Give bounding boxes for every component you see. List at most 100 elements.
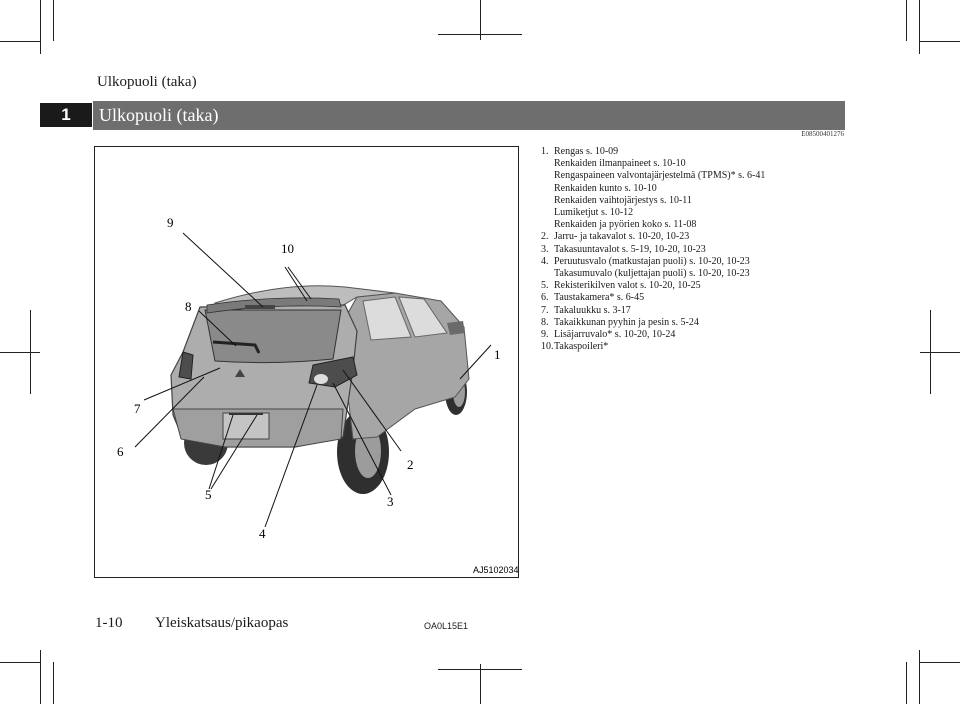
legend-num: 8. bbox=[541, 316, 549, 328]
side-window-rear bbox=[362, 296, 412, 341]
legend-text: Takaikkunan pyyhin ja pesin s. 5-24 bbox=[554, 316, 699, 328]
crop-mark bbox=[920, 662, 960, 663]
crop-mark bbox=[40, 650, 41, 704]
crop-mark bbox=[53, 0, 54, 41]
leader-1 bbox=[459, 344, 492, 380]
legend-text: Taustakamera* s. 6-45 bbox=[554, 292, 645, 304]
leader-6 bbox=[134, 376, 205, 448]
legend-num: 10. bbox=[541, 341, 554, 353]
rear-wiper bbox=[212, 340, 261, 354]
leader-5b bbox=[210, 414, 258, 490]
car-side-body bbox=[339, 292, 470, 440]
registration-mark bbox=[920, 352, 960, 353]
footer-section-name: Yleiskatsaus/pikaopas bbox=[155, 615, 289, 631]
legend-row: 7. Takaluukku s. 3-17 bbox=[541, 305, 765, 317]
leader-7 bbox=[143, 367, 221, 401]
registration-mark bbox=[0, 352, 40, 353]
leader-8 bbox=[198, 310, 237, 347]
legend-text: Takaluukku s. 3-17 bbox=[554, 304, 631, 316]
legend-row: Lumiketjut s. 10-12 bbox=[541, 207, 765, 219]
legend-row: 2. Jarru- ja takavalot s. 10-20, 10-23 bbox=[541, 231, 765, 243]
registration-mark bbox=[480, 0, 481, 40]
legend-num: 9. bbox=[541, 329, 549, 341]
legend-num: 1. bbox=[541, 146, 549, 157]
callout-2: 2 bbox=[407, 457, 414, 472]
legend-row: 4. Peruutusvalo (matkustajan puoli) s. 10… bbox=[541, 256, 765, 268]
license-plate-lamps bbox=[229, 413, 263, 415]
callout-8: 8 bbox=[185, 299, 192, 314]
crop-mark bbox=[53, 662, 54, 704]
callout-leaders bbox=[134, 232, 492, 528]
leader-10a bbox=[284, 266, 308, 302]
registration-mark bbox=[930, 310, 931, 394]
legend-row: 8. Takaikkunan pyyhin ja pesin s. 5-24 bbox=[541, 317, 765, 329]
legend-text: Lumiketjut s. 10-12 bbox=[554, 207, 634, 219]
legend-num: 3. bbox=[541, 243, 549, 255]
registration-mark bbox=[480, 664, 481, 704]
legend-row: 9. Lisäjarruvalo* s. 10-20, 10-24 bbox=[541, 329, 765, 341]
legend-text: Takaspoileri* bbox=[554, 341, 609, 353]
high-mount-stop-lamp bbox=[245, 305, 275, 309]
callout-6: 6 bbox=[117, 444, 124, 459]
registration-mark bbox=[30, 310, 31, 394]
crop-mark bbox=[906, 662, 907, 704]
footer-page-number: 1-10 bbox=[95, 615, 123, 631]
crop-mark bbox=[40, 0, 41, 54]
leader-9 bbox=[182, 232, 264, 308]
license-plate-recess bbox=[222, 412, 270, 440]
legend-row: 1.Rengas s. 10-09 bbox=[541, 146, 765, 158]
legend-row: Renkaiden vaihtojärjestys s. 10-11 bbox=[541, 195, 765, 207]
legend-row: Renkaiden kunto s. 10-10 bbox=[541, 183, 765, 195]
legend-text: Renkaiden vaihtojärjestys s. 10-11 bbox=[554, 194, 692, 206]
legend-row: Takasumuvalo (kuljettajan puoli) s. 10-2… bbox=[541, 268, 765, 280]
legend-text: Rengaspaineen valvontajärjestelmä (TPMS)… bbox=[554, 170, 766, 182]
legend-num: 5. bbox=[541, 280, 549, 292]
leader-2 bbox=[342, 369, 402, 452]
legend-text: Lisäjarruvalo* s. 10-20, 10-24 bbox=[554, 329, 676, 341]
chapter-number-tab: 1 bbox=[40, 103, 92, 127]
crop-mark bbox=[919, 650, 920, 704]
leader-4 bbox=[264, 384, 318, 528]
legend-text: Renkaiden ja pyörien koko s. 11-08 bbox=[554, 219, 697, 231]
crop-mark bbox=[0, 41, 40, 42]
legend-text: Renkaiden kunto s. 10-10 bbox=[554, 182, 657, 194]
legend-num: 7. bbox=[541, 304, 549, 316]
crop-mark bbox=[919, 0, 920, 54]
side-mirror bbox=[447, 321, 465, 335]
leader-3 bbox=[332, 382, 392, 496]
legend-row: Renkaiden ja pyörien koko s. 11-08 bbox=[541, 219, 765, 231]
legend-row: Renkaiden ilmanpaineet s. 10-10 bbox=[541, 158, 765, 170]
side-window-front bbox=[398, 296, 448, 338]
legend-text: Jarru- ja takavalot s. 10-20, 10-23 bbox=[554, 231, 690, 243]
callout-4: 4 bbox=[259, 526, 266, 541]
car-rear-illustration: 9 10 8 1 7 6 2 5 3 4 AJ5102034 bbox=[94, 146, 519, 578]
running-header: Ulkopuoli (taka) bbox=[97, 74, 197, 90]
crop-mark bbox=[906, 0, 907, 41]
callout-10: 10 bbox=[281, 241, 294, 256]
legend-num: 6. bbox=[541, 292, 549, 304]
crop-mark bbox=[0, 662, 40, 663]
legend-row: Rengaspaineen valvontajärjestelmä (TPMS)… bbox=[541, 170, 765, 182]
crop-mark bbox=[920, 41, 960, 42]
figure-id: AJ5102034 bbox=[473, 565, 519, 575]
rear-window bbox=[204, 309, 342, 364]
legend-row: 3. Takasuuntavalot s. 5-19, 10-20, 10-23 bbox=[541, 244, 765, 256]
emblem bbox=[235, 369, 245, 377]
legend-row: 5. Rekisterikilven valot s. 10-20, 10-25 bbox=[541, 280, 765, 292]
callout-3: 3 bbox=[387, 494, 394, 509]
legend-text: Rekisterikilven valot s. 10-20, 10-25 bbox=[554, 280, 701, 292]
legend-num: 2. bbox=[541, 231, 549, 243]
footer-doc-code: OA0L15E1 bbox=[424, 621, 469, 631]
leader-5a bbox=[208, 414, 234, 490]
callout-5: 5 bbox=[205, 487, 212, 502]
car-illustration-svg: 9 10 8 1 7 6 2 5 3 4 AJ5102034 bbox=[117, 215, 519, 575]
legend-text: Takasuuntavalot s. 5-19, 10-20, 10-23 bbox=[554, 243, 706, 255]
legend-num: 4. bbox=[541, 255, 549, 267]
right-tail-lamp-lens bbox=[314, 374, 328, 384]
legend-text: Peruutusvalo (matkustajan puoli) s. 10-2… bbox=[554, 255, 750, 267]
callout-9: 9 bbox=[167, 215, 174, 230]
legend-text: Takasumuvalo (kuljettajan puoli) s. 10-2… bbox=[554, 268, 750, 280]
callout-7: 7 bbox=[134, 401, 141, 416]
callout-1: 1 bbox=[494, 347, 501, 362]
legend-row: 6. Taustakamera* s. 6-45 bbox=[541, 292, 765, 304]
